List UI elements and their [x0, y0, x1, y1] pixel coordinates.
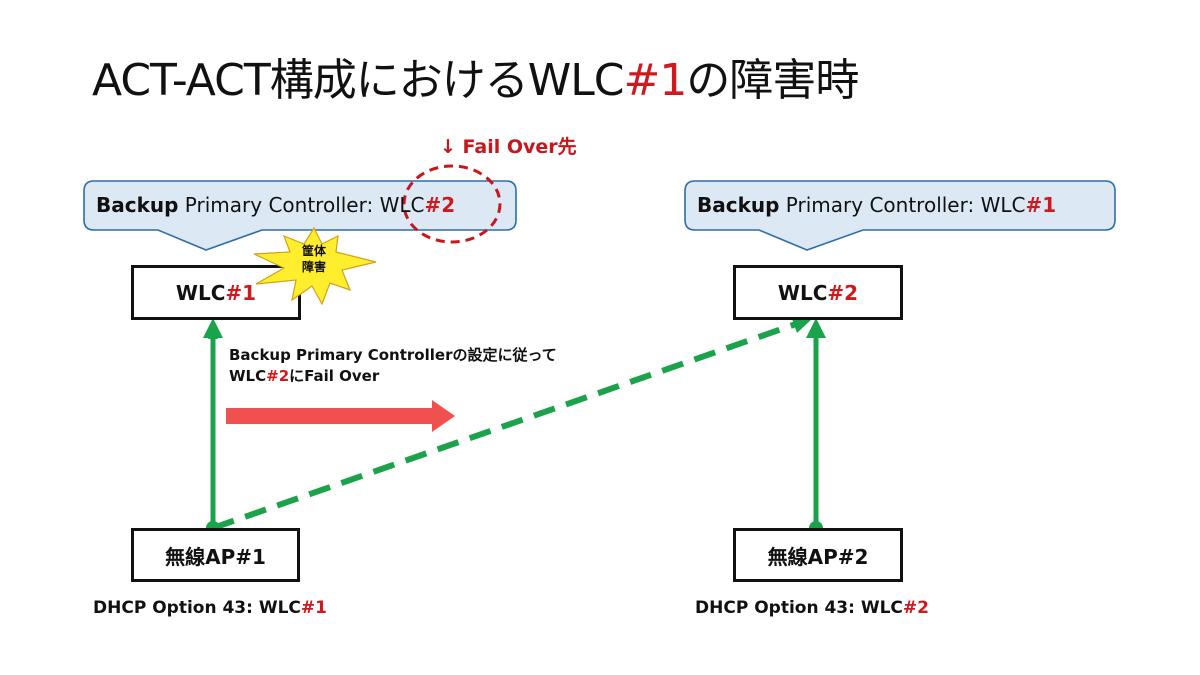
callout-text-1: Backup Primary Controller: WLC#2 [96, 193, 455, 217]
note-target: WLC [229, 367, 267, 385]
callout-bubble-1 [83, 180, 517, 251]
link-ap1-wlc2-failover [212, 321, 797, 531]
callout-target: WLC [980, 193, 1026, 217]
slide-title: ACT-ACT構成におけるWLC#1の障害時 [92, 44, 859, 108]
failure-burst-label: 筐体障害 [296, 243, 332, 275]
controller-wlc1: WLC#1 [131, 265, 301, 320]
failover-destination-text: Fail Over先 [462, 136, 577, 158]
title-suffix: の障害時 [686, 55, 859, 106]
access-point-2: 無線AP#2 [733, 528, 903, 582]
arrowhead-wlc2 [806, 318, 826, 338]
arrowhead-wlc1 [203, 318, 223, 338]
dhcp-number: #1 [300, 598, 327, 618]
controller-number: #1 [225, 280, 257, 305]
callout-text-2: Backup Primary Controller: WLC#1 [697, 193, 1056, 217]
controller-name: WLC [175, 280, 226, 305]
callout-target: WLC [379, 193, 425, 217]
callout-target-number: #2 [424, 193, 456, 217]
callout-target-number: #1 [1025, 193, 1057, 217]
failover-note-line-2: WLC#2にFail Over [229, 366, 557, 387]
note-target-number: #2 [266, 367, 290, 385]
burst-line-1: 筐体 [301, 244, 326, 258]
controller-name: WLC [777, 280, 828, 305]
controller-wlc2: WLC#2 [733, 265, 903, 320]
dhcp-label: DHCP Option 43: WLC [695, 598, 903, 618]
controller-number: #2 [827, 280, 859, 305]
failover-note: Backup Primary Controllerの設定に従って WLC#2にF… [229, 345, 557, 387]
title-text: ACT-ACT構成におけるWLC [92, 55, 624, 106]
access-point-1: 無線AP#1 [131, 528, 300, 582]
dhcp-option-ap2: DHCP Option 43: WLC#2 [695, 598, 929, 618]
dhcp-label: DHCP Option 43: WLC [93, 598, 301, 618]
failover-flow-arrow [226, 400, 455, 432]
failover-note-line-1: Backup Primary Controllerの設定に従って [229, 346, 557, 364]
access-point-label: 無線AP#1 [165, 544, 266, 569]
failover-destination-label: ↓ Fail Over先 [440, 132, 577, 159]
callout-bubble-2 [684, 180, 1116, 251]
callout-label: Primary Controller: [779, 193, 981, 217]
title-highlight: #1 [623, 55, 687, 106]
access-point-label: 無線AP#2 [767, 544, 869, 569]
burst-line-2: 障害 [301, 260, 326, 274]
note-suffix: にFail Over [289, 367, 380, 385]
callout-label: Primary Controller: [178, 193, 380, 217]
failover-target-circle [402, 164, 502, 244]
callout-bold: Backup [697, 193, 780, 217]
callout-bold: Backup [96, 193, 179, 217]
down-arrow-icon: ↓ [440, 136, 456, 158]
dhcp-option-ap1: DHCP Option 43: WLC#1 [93, 598, 327, 618]
dhcp-number: #2 [902, 598, 929, 618]
